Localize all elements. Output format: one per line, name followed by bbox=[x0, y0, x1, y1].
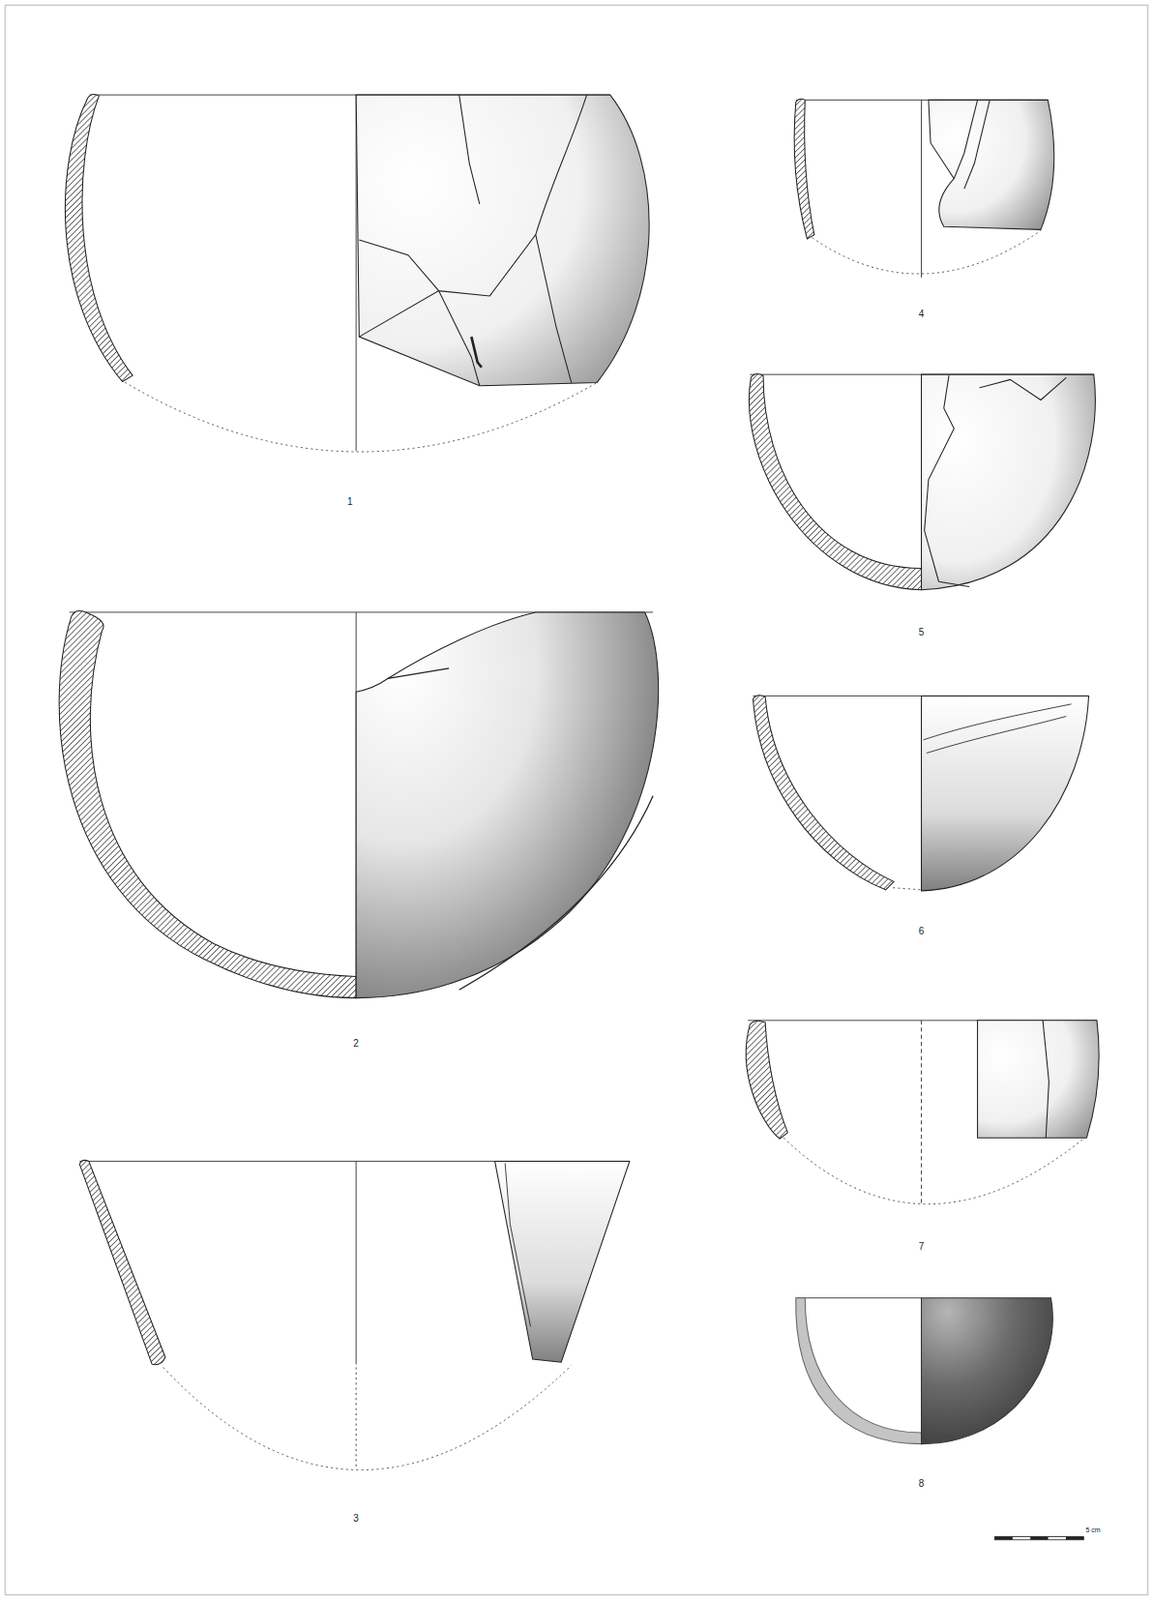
vessel-drawing-part bbox=[1042, 1020, 1049, 1138]
vessel-drawing bbox=[64, 93, 650, 452]
vessel-drawing bbox=[794, 98, 1055, 278]
callout-number: 1 bbox=[347, 497, 354, 507]
vessel-drawing-part bbox=[977, 1020, 1100, 1138]
callout-number: 2 bbox=[353, 1038, 359, 1049]
callout-number: 8 bbox=[918, 1478, 925, 1489]
vessel-drawing-part bbox=[355, 612, 659, 999]
vessel-drawing-part bbox=[119, 379, 597, 452]
scale-bar-part bbox=[994, 1537, 1084, 1540]
vessel-drawing-part bbox=[921, 1298, 1054, 1445]
vessel-drawing-part bbox=[796, 1298, 922, 1445]
vessel-drawing-part bbox=[923, 704, 1072, 754]
vessel-drawing-part bbox=[920, 99, 922, 278]
vessel-drawing-part bbox=[355, 1361, 357, 1470]
vessel-drawing-part bbox=[495, 1160, 630, 1362]
vessel-drawing-part bbox=[921, 695, 1090, 890]
vessel-drawing-part bbox=[920, 1020, 922, 1205]
vessel-drawing-part bbox=[953, 99, 990, 189]
vessel-drawing-part bbox=[794, 98, 815, 239]
callout-number: 5 bbox=[918, 627, 925, 638]
vessel-drawing-part bbox=[358, 94, 587, 386]
vessel-drawing-part bbox=[892, 887, 922, 890]
callout-number: 6 bbox=[918, 926, 925, 937]
vessel-drawing-part bbox=[471, 336, 482, 368]
vessel-drawing bbox=[748, 373, 1095, 590]
scale-bar-part bbox=[1065, 1537, 1084, 1540]
vessel-drawing-part bbox=[812, 230, 1041, 274]
callout-number: 7 bbox=[918, 1241, 925, 1252]
vessel-drawing-part bbox=[355, 1160, 357, 1362]
vessel-drawing-part bbox=[163, 1364, 572, 1470]
vessel-drawing-part bbox=[64, 93, 133, 382]
vessel-drawing bbox=[79, 1159, 630, 1470]
vessel-drawing-part bbox=[745, 1020, 788, 1139]
callout-number: 3 bbox=[353, 1513, 359, 1524]
scale-bar bbox=[994, 1537, 1084, 1540]
vessel-drawing bbox=[745, 1020, 1099, 1205]
vessel-drawing bbox=[796, 1298, 1054, 1445]
scale-label: 5 cm bbox=[1085, 1526, 1100, 1534]
vessel-drawing-part bbox=[924, 375, 1067, 587]
vessel-drawing-part bbox=[387, 668, 653, 990]
vessel-drawing-part bbox=[79, 1159, 166, 1364]
callout-number: 4 bbox=[918, 309, 925, 320]
vessel-drawing-part bbox=[796, 1297, 922, 1299]
vessel-drawing bbox=[752, 695, 1089, 891]
scale-bar-part bbox=[1030, 1537, 1048, 1540]
vessel-drawing-part bbox=[921, 374, 1096, 591]
vessel-drawing-part bbox=[504, 1163, 531, 1328]
vessel-drawing bbox=[59, 611, 659, 999]
scale-bar-part bbox=[994, 1537, 1012, 1540]
vessel-drawing-part bbox=[928, 99, 1055, 230]
vessel-drawing-part bbox=[783, 1137, 1085, 1205]
plate-border bbox=[4, 4, 1148, 1595]
vessel-drawing-part bbox=[59, 611, 356, 999]
vessel-drawing-part bbox=[748, 373, 921, 590]
vessel-drawing-part bbox=[355, 94, 650, 386]
vessel-drawing-part bbox=[752, 695, 894, 890]
